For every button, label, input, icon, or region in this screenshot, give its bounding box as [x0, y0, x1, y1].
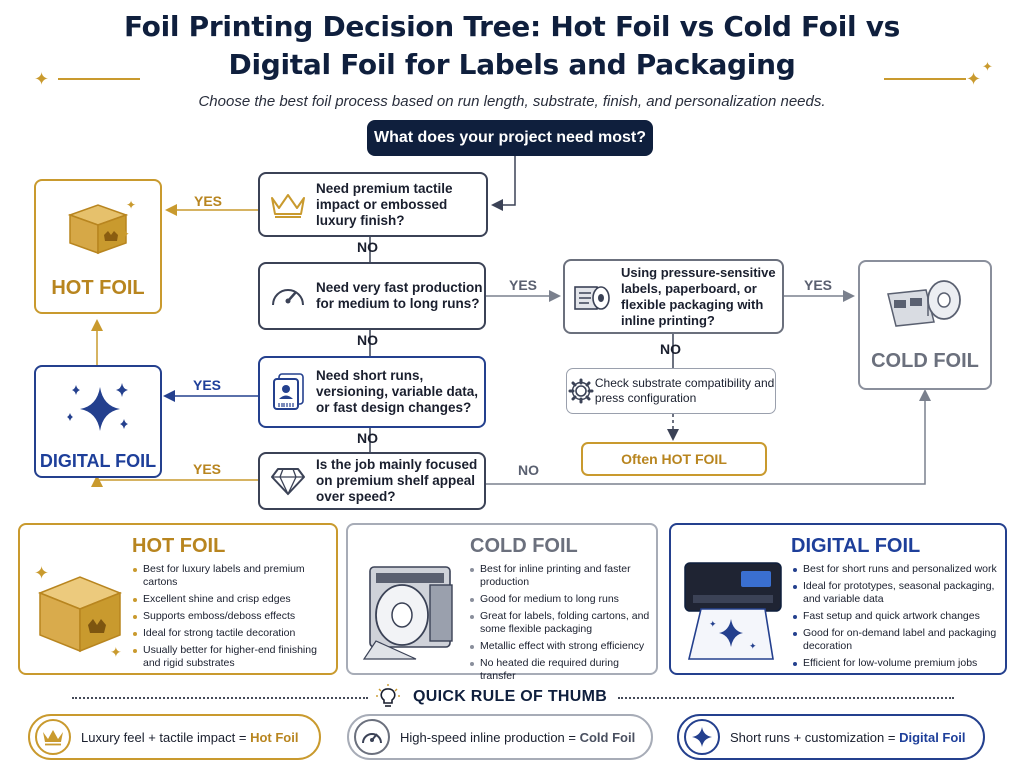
result-digital-foil: DIGITAL FOIL: [34, 365, 162, 478]
list-item: Good for on-demand label and packaging d…: [793, 627, 999, 653]
card-digital-foil-title: DIGITAL FOIL: [791, 535, 921, 557]
title-divider-left: [58, 78, 140, 80]
edge-yes-substrate: YES: [804, 277, 833, 293]
rule-cold-foil-text: High-speed inline production =: [400, 729, 580, 745]
svg-text:✦: ✦: [122, 229, 130, 239]
crown-icon: [35, 719, 71, 755]
edge-no-substrate: NO: [660, 341, 681, 357]
rule-of-thumb-title: QUICK RULE OF THUMB: [413, 688, 608, 705]
decision-fast-text: Need very fast production for medium to …: [316, 280, 483, 311]
start-question: What does your project need most?: [367, 120, 653, 156]
sparkle-star-icon: [60, 377, 140, 446]
id-card-icon: [260, 372, 316, 412]
decision-premium: Need premium tactile impact or embossed …: [258, 172, 488, 237]
list-item: Efficient for low-volume premium jobs: [793, 657, 999, 670]
divider-left: [72, 697, 368, 699]
card-hot-foil: ✦✦ HOT FOIL Best for luxury labels and p…: [18, 523, 338, 675]
rule-digital-foil-text: Short runs + customization =: [730, 729, 900, 745]
svg-text:✦: ✦: [34, 563, 49, 583]
card-hot-foil-bullets: Best for luxury labels and premium carto…: [133, 563, 333, 674]
svg-text:✦: ✦: [749, 641, 757, 651]
list-item: Best for inline printing and faster prod…: [470, 563, 652, 589]
edge-no-premium: NO: [357, 239, 378, 255]
card-cold-foil: COLD FOIL Best for inline printing and f…: [346, 523, 658, 682]
edge-yes-fast: YES: [509, 277, 538, 293]
result-digital-foil-label: DIGITAL FOIL: [39, 451, 157, 471]
check-substrate-text: Check substrate compatibility and press …: [594, 376, 775, 405]
page-subtitle: Choose the best foil process based on ru…: [198, 93, 826, 110]
crown-icon: [260, 190, 316, 220]
list-item: Good for medium to long runs: [470, 593, 652, 606]
gold-box-icon: ✦✦: [30, 553, 128, 662]
rule-hot-foil: Luxury feel + tactile impact = Hot Foil: [28, 714, 321, 760]
list-item: Ideal for strong tactile decoration: [133, 627, 333, 640]
svg-text:✦: ✦: [126, 198, 136, 212]
edge-no-shelf: NO: [518, 462, 539, 478]
edge-no-short: NO: [357, 430, 378, 446]
card-digital-foil: ✦✦ DIGITAL FOIL Best for short runs and …: [669, 523, 1007, 675]
speedometer-icon: [260, 281, 316, 311]
card-cold-foil-bullets: Best for inline printing and faster prod…: [470, 563, 652, 687]
rule-hot-foil-text: Luxury feel + tactile impact =: [81, 729, 251, 745]
card-cold-foil-title: COLD FOIL: [470, 535, 578, 557]
rule-cold-foil: High-speed inline production = Cold Foil: [347, 714, 653, 760]
rule-hot-foil-emphasis: Hot Foil: [250, 729, 299, 745]
list-item: Excellent shine and crisp edges: [133, 593, 333, 606]
check-substrate-box: Check substrate compatibility and press …: [566, 368, 776, 414]
list-item: Best for luxury labels and premium carto…: [133, 563, 333, 589]
speedometer-icon: [354, 719, 390, 755]
cold-foil-press-icon: [356, 555, 466, 668]
decision-substrate: Using pressure-sensitive labels, paperbo…: [563, 259, 784, 334]
title-divider-right: [884, 78, 966, 80]
decision-short-runs: Need short runs, versioning, variable da…: [258, 356, 486, 428]
list-item: Ideal for prototypes, seasonal packaging…: [793, 580, 999, 606]
foil-roll-icon: [882, 276, 972, 343]
printer-icon: ✦✦: [679, 551, 787, 670]
decision-shelf: Is the job mainly focused on premium she…: [258, 452, 486, 510]
list-item: Supports emboss/deboss effects: [133, 610, 333, 623]
decision-shelf-text: Is the job mainly focused on premium she…: [316, 457, 478, 504]
list-item: Usually better for higher-end finishing …: [133, 644, 333, 670]
result-cold-foil: COLD FOIL: [858, 260, 992, 390]
diamond-icon: [260, 466, 316, 496]
svg-text:✦: ✦: [709, 619, 717, 629]
list-item: Best for short runs and personalized wor…: [793, 563, 999, 576]
sparkle-icon: ✦: [982, 59, 993, 74]
sparkle-icon: ✦: [966, 69, 982, 89]
page-title-line-1: Foil Printing Decision Tree: Hot Foil vs…: [123, 10, 901, 43]
sparkle-icon: ✦: [34, 69, 50, 89]
result-hot-foil-label: HOT FOIL: [51, 277, 145, 299]
decision-premium-text: Need premium tactile impact or embossed …: [316, 180, 453, 228]
list-item: Metallic effect with strong efficiency: [470, 640, 652, 653]
svg-text:✦: ✦: [110, 644, 122, 657]
list-item: Great for labels, folding cartons, and s…: [470, 610, 652, 636]
decision-short-runs-text: Need short runs, versioning, variable da…: [316, 368, 479, 415]
sparkle-star-icon: [684, 719, 720, 755]
divider-right: [618, 697, 954, 699]
card-digital-foil-bullets: Best for short runs and personalized wor…: [793, 563, 999, 674]
card-hot-foil-title: HOT FOIL: [132, 535, 226, 557]
gear-icon: [567, 378, 595, 404]
list-item: Fast setup and quick artwork changes: [793, 610, 999, 623]
page-title-line-2: Digital Foil for Labels and Packaging: [228, 48, 796, 81]
rule-cold-foil-emphasis: Cold Foil: [579, 729, 636, 745]
list-item: No heated die required during transfer: [470, 657, 652, 683]
result-cold-foil-label: COLD FOIL: [871, 350, 979, 372]
edge-yes-premium: YES: [194, 193, 223, 209]
edge-no-fast: NO: [357, 332, 378, 348]
often-hot-foil: Often HOT FOIL: [581, 442, 767, 476]
decision-substrate-text: Using pressure-sensitive labels, paperbo…: [621, 264, 776, 328]
edge-yes-short: YES: [193, 377, 222, 393]
result-hot-foil: ✦✦ HOT FOIL: [34, 179, 162, 314]
decision-fast: Need very fast production for medium to …: [258, 262, 486, 330]
gold-box-icon: ✦✦: [64, 195, 136, 264]
rule-digital-foil-emphasis: Digital Foil: [899, 729, 966, 745]
lightbulb-icon: [375, 684, 401, 715]
edge-yes-shelf: YES: [193, 461, 222, 477]
label-roll-icon: [565, 279, 621, 315]
rule-digital-foil: Short runs + customization = Digital Foi…: [677, 714, 985, 760]
